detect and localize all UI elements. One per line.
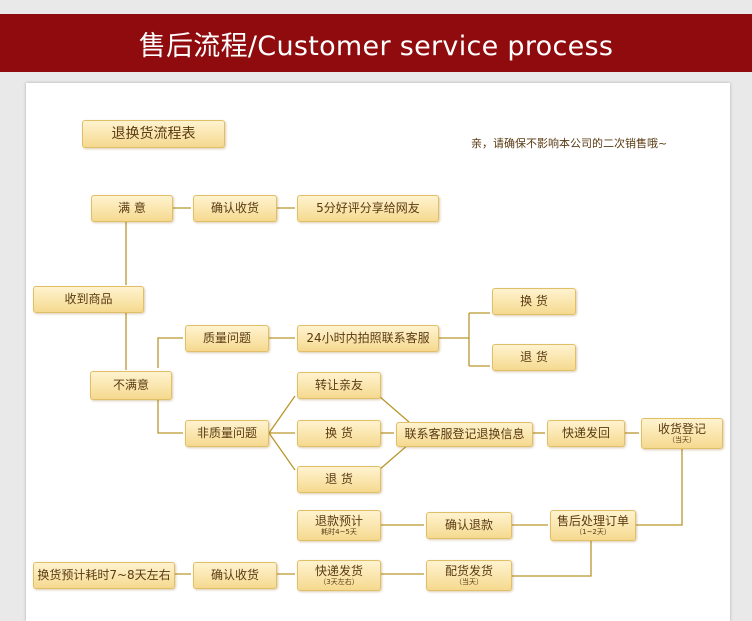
node-allocate-ship-label: 配货发货 [444, 564, 493, 578]
node-process-order: 售后处理订单 （1~2天） [550, 510, 636, 541]
flowchart-panel: 退换货流程表 亲，请确保不影响本公司的二次销售哦~ 满 意 确认收货 5分好评分… [26, 83, 730, 621]
node-confirm-receipt: 确认收货 [193, 195, 277, 222]
node-process-order-label: 售后处理订单 [556, 514, 629, 528]
diagram-title: 退换货流程表 [82, 120, 225, 148]
node-receive-register-label: 收货登记 [657, 422, 706, 436]
node-express-ship: 快递发货 （3天左右） [297, 560, 381, 591]
node-contact-24h: 24小时内拍照联系客服 [297, 325, 439, 352]
node-confirm-receipt-2: 确认收货 [193, 562, 277, 589]
node-receive-register: 收货登记 （当天） [641, 418, 723, 449]
node-contact-register: 联系客服登记退换信息 [396, 422, 533, 447]
node-return: 退 货 [492, 344, 576, 371]
node-refund-estimate-sub: 耗时4~5天 [321, 528, 357, 536]
node-receive-register-sub: （当天） [668, 436, 696, 444]
header-banner: 售后流程/Customer service process [0, 14, 752, 72]
node-satisfied: 满 意 [91, 195, 173, 222]
node-transfer: 转让亲友 [297, 372, 381, 399]
connector-lines [125, 207, 683, 577]
node-dissatisfied: 不满意 [90, 371, 172, 400]
node-allocate-ship: 配货发货 （当天） [426, 560, 512, 591]
node-quality-issue: 质量问题 [185, 325, 269, 352]
node-exchange: 换 货 [492, 288, 576, 315]
node-express-ship-sub: （3天左右） [319, 578, 359, 586]
node-allocate-ship-sub: （当天） [455, 578, 483, 586]
node-process-order-sub: （1~2天） [575, 528, 611, 536]
node-received: 收到商品 [33, 286, 144, 313]
node-share-review: 5分好评分享给网友 [297, 195, 439, 222]
node-exchange-2: 换 货 [297, 420, 381, 447]
node-refund-estimate: 退款预计 耗时4~5天 [297, 510, 381, 541]
node-confirm-refund: 确认退款 [426, 512, 512, 539]
header-title: 售后流程/Customer service process [138, 30, 614, 62]
node-non-quality-issue: 非质量问题 [185, 420, 269, 447]
node-exchange-estimate: 换货预计耗时7~8天左右 [33, 562, 175, 589]
diagram-note: 亲，请确保不影响本公司的二次销售哦~ [471, 137, 668, 150]
node-refund-estimate-label: 退款预计 [314, 514, 363, 528]
node-return-2: 退 货 [297, 466, 381, 493]
node-express-return: 快递发回 [547, 420, 625, 447]
node-express-ship-label: 快递发货 [314, 564, 363, 578]
